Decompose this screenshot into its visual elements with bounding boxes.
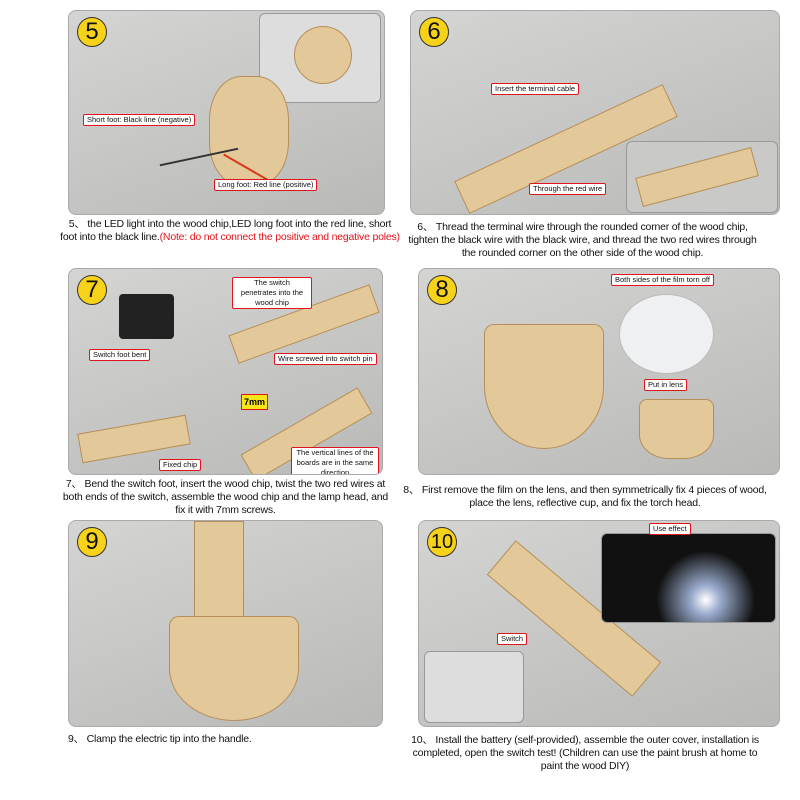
torch-head-photo: [484, 324, 604, 449]
switch-photo: [119, 294, 174, 339]
label-use-effect: Use effect: [649, 523, 691, 535]
label-switch-foot-bent: Switch foot bent: [89, 349, 151, 361]
step-number: 5: [77, 17, 107, 47]
label-red-wire: Through the red wire: [529, 183, 607, 195]
label-vertical-lines: The vertical lines of the boards are in …: [291, 447, 379, 474]
label-short-foot: Short foot: Black line (negative): [83, 114, 196, 126]
label-film-torn: Both sides of the film torn off: [611, 274, 714, 286]
step-5-panel: 5 Short foot: Black line (negative) Long…: [68, 10, 385, 215]
lens-photo: [619, 294, 714, 374]
step-number: 9: [77, 527, 107, 557]
warning-note: (Note: do not connect the positive and n…: [159, 231, 400, 243]
step-6-panel: 6 Insert the terminal cable Through the …: [410, 10, 780, 215]
label-wire-screwed: Wire screwed into switch pin: [274, 353, 377, 365]
step-10-caption: 10、 Install the battery (self-provided),…: [411, 734, 759, 772]
label-insert-cable: Insert the terminal cable: [491, 83, 580, 95]
step-7-caption: 7、 Bend the switch foot, insert the wood…: [62, 478, 389, 516]
handle-photo: [194, 521, 244, 631]
label-switch-penetrates: The switch penetrates into the wood chip: [232, 277, 312, 309]
step-8-panel: 8 Both sides of the film torn off Put in…: [418, 268, 780, 475]
label-fixed-chip: Fixed chip: [159, 459, 202, 471]
step-8-caption: 8、 First remove the film on the lens, an…: [403, 484, 767, 509]
step-number: 7: [77, 275, 107, 305]
step-7-panel: 7 The switch penetrates into the wood ch…: [68, 268, 383, 475]
parts-inset-photo: [424, 651, 524, 723]
step-5-caption: 5、 the LED light into the wood chip,LED …: [60, 218, 400, 243]
label-switch: Switch: [497, 633, 528, 645]
head-base-photo: [169, 616, 299, 721]
label-long-foot: Long foot: Red line (positive): [214, 179, 318, 191]
step-9-panel: 9: [68, 520, 383, 727]
step-9-caption: 9、 Clamp the electric tip into the handl…: [68, 733, 252, 745]
red-wire-inset-photo: [626, 141, 778, 213]
use-effect-photo: [601, 533, 776, 623]
step-number: 8: [427, 275, 457, 305]
step-10-panel: 10 Use effect Switch: [418, 520, 780, 727]
step-number: 10: [427, 527, 457, 557]
screw-badge: 7mm: [241, 394, 269, 410]
label-put-in-lens: Put in lens: [644, 379, 688, 391]
step-6-caption: 6、 Thread the terminal wire through the …: [408, 221, 757, 259]
step-number: 6: [419, 17, 449, 47]
